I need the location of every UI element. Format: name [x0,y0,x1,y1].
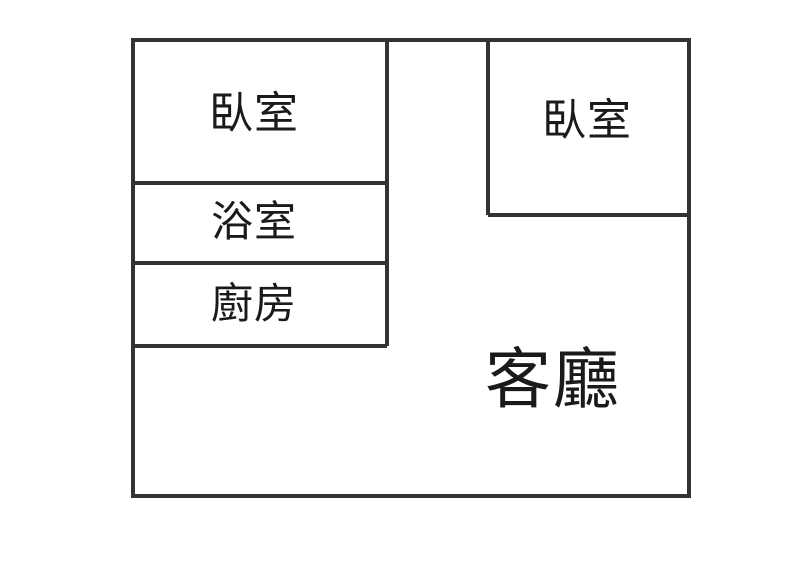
room-label-bathroom: 浴室 [210,197,298,246]
room-label-living-room: 客廳 [485,341,621,418]
room-label-bedroom-left: 臥室 [209,88,299,139]
room-label-kitchen: 廚房 [210,279,298,328]
outer-wall [131,38,691,498]
room-label-bedroom-right: 臥室 [542,95,632,146]
